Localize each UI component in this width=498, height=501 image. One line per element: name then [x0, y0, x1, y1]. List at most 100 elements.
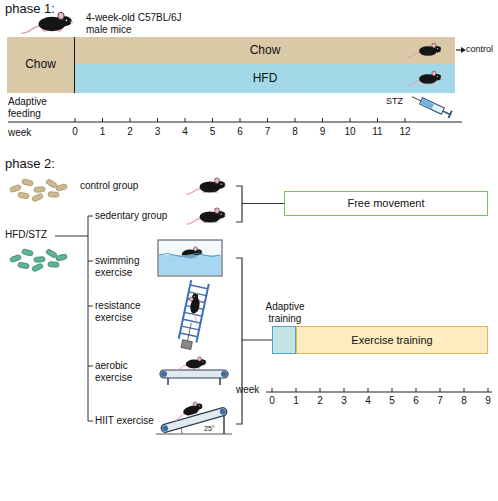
- group-label: HIIT exercise: [95, 415, 157, 427]
- tick-number: 7: [258, 126, 278, 138]
- mouse-eye: [221, 184, 222, 185]
- tick-number: 11: [368, 126, 388, 138]
- mouse-ear: [198, 357, 202, 361]
- mouse-foot: [184, 257, 187, 259]
- axis-tick: [212, 118, 213, 122]
- treadmill-roller: [161, 425, 168, 432]
- group-connector: [88, 216, 89, 421]
- tick-number: 0: [65, 126, 85, 138]
- axis-tick: [157, 118, 158, 122]
- axis-tick: [102, 118, 103, 122]
- ladder-rung: [190, 285, 208, 289]
- period-label: Adaptive feeding: [8, 96, 63, 119]
- pellet: [34, 257, 45, 263]
- injection-label: STZ: [386, 96, 410, 106]
- ladder-icon: [177, 280, 209, 350]
- treadmill-belt: [160, 407, 228, 433]
- tick-number: 4: [175, 126, 195, 138]
- tick-number: 1: [93, 126, 113, 138]
- mouse-nose: [196, 292, 198, 294]
- weight-block: [181, 340, 192, 350]
- mouse-eye: [198, 251, 200, 253]
- mouse-body: [182, 404, 200, 417]
- treadmill-icon: [157, 394, 228, 433]
- pellet: [48, 192, 59, 198]
- treadmill-leg: [167, 378, 169, 385]
- feed-pellets: [9, 179, 67, 203]
- axis-tick: [272, 388, 273, 392]
- tick-number: 3: [148, 126, 168, 138]
- tick-number: 1: [286, 395, 306, 407]
- mouse-head: [193, 249, 202, 255]
- mouse-body: [182, 250, 199, 259]
- syringe-barrel: [420, 98, 445, 114]
- mouse-head: [193, 403, 203, 411]
- mouse-nose: [224, 185, 226, 187]
- phase-heading: phase 2:: [5, 157, 85, 172]
- mouse-body: [200, 181, 221, 192]
- ladder-rung: [189, 292, 207, 296]
- angle-arc: [181, 428, 183, 434]
- mouse-eye: [198, 405, 199, 406]
- pellet: [45, 249, 57, 259]
- mouse-body: [200, 211, 221, 222]
- treadmill-leg: [223, 414, 225, 434]
- period-box: Adaptive training: [272, 326, 296, 354]
- phase-heading: phase 1:: [5, 2, 85, 17]
- axis-tick: [392, 388, 393, 392]
- group-bracket: [236, 258, 272, 424]
- axis-tick: [344, 388, 345, 392]
- axis-tick: [295, 118, 296, 122]
- mouse-tail: [186, 188, 200, 194]
- pellet: [48, 262, 59, 268]
- mouse-tail: [408, 80, 420, 85]
- treadmill-icon: [160, 357, 228, 385]
- period-box-text: Exercise training: [351, 334, 432, 347]
- group-connector: [88, 306, 93, 307]
- axis-tick: [130, 118, 131, 122]
- ladder-rung: [187, 299, 205, 303]
- group-label: control group: [80, 180, 170, 192]
- diet-band: HFD: [75, 64, 455, 93]
- tick-number: 10: [340, 126, 360, 138]
- mouse-foot: [421, 54, 425, 56]
- mouse-body: [419, 46, 437, 56]
- mouse-ear: [58, 12, 64, 19]
- weight-string: [188, 323, 192, 341]
- swimming-tank-icon: [158, 240, 222, 276]
- mouse-body: [186, 360, 203, 369]
- mouse-tail: [171, 255, 182, 260]
- water-wave: [159, 254, 220, 257]
- axis-tick: [296, 388, 297, 392]
- ladder-rung: [180, 333, 198, 337]
- axis-tick: [377, 118, 378, 122]
- mouse-body: [189, 296, 201, 314]
- arrow-head: [461, 47, 466, 53]
- mouse-foot: [197, 367, 200, 369]
- pellet: [22, 249, 34, 257]
- group-connector: [88, 366, 93, 367]
- mouse-foot: [431, 82, 435, 84]
- tick-number: 8: [454, 395, 474, 407]
- diet-band-text: Chow: [250, 44, 281, 58]
- ladder-rail: [196, 284, 208, 343]
- feed-pellets: [9, 249, 67, 273]
- mouse-ear: [215, 208, 220, 214]
- mouse-tail: [186, 218, 200, 224]
- mouse-foot: [195, 412, 199, 415]
- group-bracket: [236, 186, 284, 222]
- axis-tick: [320, 388, 321, 392]
- pellet: [56, 254, 68, 262]
- ladder-rung: [183, 319, 201, 323]
- axis-tick: [185, 118, 186, 122]
- tick-number: 9: [478, 395, 498, 407]
- diet-band-text: HFD: [253, 72, 278, 86]
- mouse-foot: [193, 257, 196, 259]
- mouse-ear: [189, 297, 194, 302]
- mouse-foot: [421, 82, 425, 84]
- mouse-icon: [171, 400, 205, 421]
- tick-number: 2: [120, 126, 140, 138]
- axis-tick: [267, 118, 268, 122]
- mouse-eye: [66, 20, 68, 22]
